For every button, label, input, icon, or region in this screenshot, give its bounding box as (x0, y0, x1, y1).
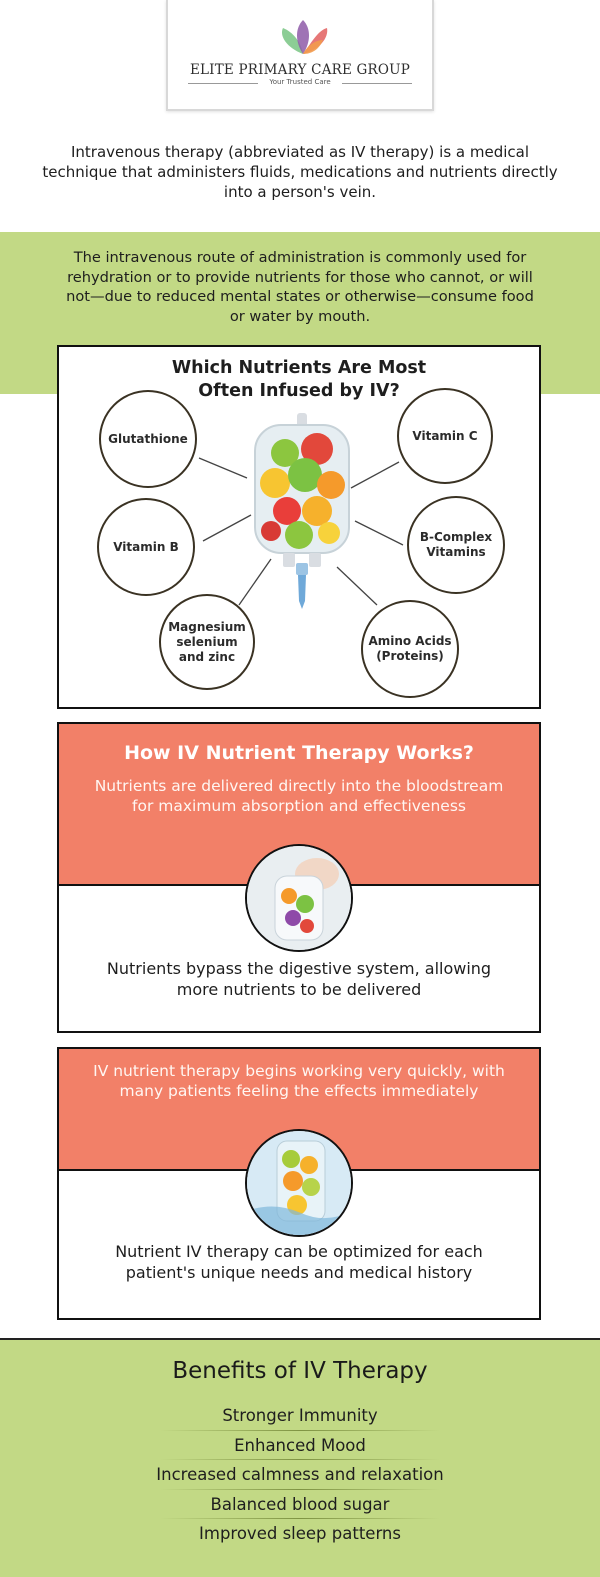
route-paragraph: The intravenous route of administration … (66, 249, 534, 325)
list-item: Enhanced Mood (100, 1432, 500, 1462)
list-item: Balanced blood sugar (100, 1491, 500, 1521)
card-1-bottom-text: Nutrients bypass the digestive system, a… (106, 959, 492, 999)
nutrients-panel: Which Nutrients Are Most Often Infused b… (57, 345, 541, 709)
brand-tagline: Your Trusted Care (188, 78, 412, 86)
citrus-water-photo (245, 1129, 353, 1237)
card-1-top: How IV Nutrient Therapy Works? Nutrients… (59, 724, 539, 886)
benefits-list: Stronger Immunity Enhanced Mood Increase… (100, 1402, 500, 1550)
brand-name: ELITE PRIMARY CARE GROUP (189, 62, 411, 78)
list-item: Improved sleep patterns (199, 1524, 401, 1543)
list-item: Increased calmness and relaxation (100, 1461, 500, 1491)
benefits-section: Benefits of IV Therapy Stronger Immunity… (0, 1338, 600, 1577)
how-it-works-heading: How IV Nutrient Therapy Works? (124, 742, 474, 764)
nutrient-vitamin-c: Vitamin C (397, 388, 493, 484)
nutrient-b-complex: B-Complex Vitamins (407, 496, 505, 594)
logo-card: ELITE PRIMARY CARE GROUP Your Trusted Ca… (166, 0, 434, 111)
nutrients-title: Which Nutrients Are Most Often Infused b… (171, 358, 427, 401)
nutrient-glutathione: Glutathione (99, 390, 197, 488)
benefits-title: Benefits of IV Therapy (172, 1358, 428, 1384)
iv-fruit-bag-icon (254, 413, 350, 609)
lotus-logo-icon (281, 20, 328, 54)
nutrient-amino-acids: Amino Acids (Proteins) (361, 600, 459, 698)
card-2-bottom-text: Nutrient IV therapy can be optimized for… (115, 1242, 483, 1282)
citrus-water-photo-icon (247, 1131, 351, 1235)
card-1-top-text: Nutrients are delivered directly into th… (94, 777, 504, 815)
iv-bag-hand-photo (245, 844, 353, 952)
how-it-works-card-2: IV nutrient therapy begins working very … (57, 1047, 541, 1320)
connector-lines (198, 457, 404, 606)
card-2-top-text: IV nutrient therapy begins working very … (93, 1062, 505, 1100)
list-item: Stronger Immunity (100, 1402, 500, 1432)
intro-paragraph: Intravenous therapy (abbreviated as IV t… (42, 143, 558, 201)
how-it-works-card-1: How IV Nutrient Therapy Works? Nutrients… (57, 722, 541, 1033)
nutrient-magnesium-selenium-zinc: Magnesium selenium and zinc (159, 594, 255, 690)
nutrient-vitamin-b: Vitamin B (97, 498, 195, 596)
iv-bag-photo-icon (247, 846, 351, 950)
